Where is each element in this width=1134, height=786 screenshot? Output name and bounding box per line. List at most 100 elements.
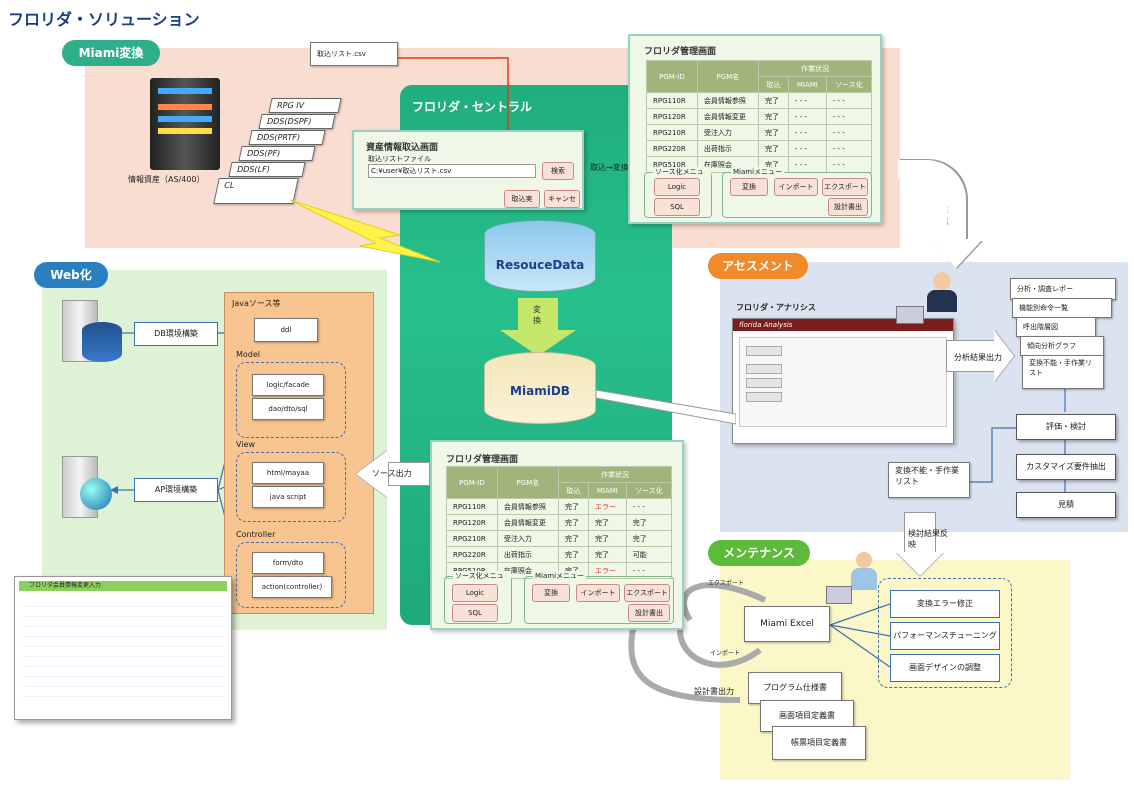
task-item: 変換エラー修正 (890, 590, 1000, 618)
analysis-button[interactable] (746, 378, 782, 388)
table-cell: 完了 (757, 140, 789, 157)
design-output-button[interactable]: 設計書出 (828, 198, 868, 216)
export-button[interactable]: エクスポート (822, 178, 868, 196)
analysis-button[interactable] (746, 364, 782, 374)
col-status: 作業状況 (557, 466, 673, 483)
design-output-button[interactable]: 設計書出 (628, 604, 670, 622)
database-icon (82, 322, 122, 362)
table-cell: 会員情報参照 (496, 498, 559, 515)
maintainer-person-icon (848, 552, 880, 598)
doc-item: DDS(PF) (238, 146, 316, 161)
model-item: logic/facade (252, 374, 324, 396)
estimate-box: 見積 (1016, 492, 1116, 518)
table-cell: 出荷指示 (696, 140, 759, 157)
col-pgm-id: PGM-ID (446, 466, 498, 499)
export-label: エクスポート (708, 580, 744, 587)
table-cell: 完了 (557, 546, 589, 563)
logic-button[interactable]: Logic (452, 584, 498, 602)
convert-button[interactable]: 変換 (730, 178, 768, 196)
browse-button[interactable]: 検索 (542, 162, 574, 180)
review-reflect-label: 検討結果反映 (908, 529, 948, 549)
table-cell: 完了 (587, 546, 627, 563)
report-item: 傾向分析グラフ (1020, 336, 1104, 356)
source-output-arrow-icon (388, 462, 430, 486)
col-import: 取込 (557, 482, 589, 499)
analysis-output-arrowhead-icon (994, 330, 1014, 382)
view-label: View (236, 440, 255, 449)
design-output-label: 設計書出力 (694, 687, 734, 696)
sql-button[interactable]: SQL (654, 198, 700, 216)
page-title: フロリダ・ソリューション (8, 10, 200, 29)
doc-item: CL (213, 178, 299, 204)
ap-build-box: AP環境構築 (134, 478, 218, 502)
customize-extract-box: カスタマイズ要件抽出 (1016, 454, 1116, 480)
table-cell: - - - (787, 124, 827, 141)
doc-item: DDS(DSPF) (258, 114, 336, 129)
import-label: インポート (710, 650, 741, 657)
import-button[interactable]: 取込実 (504, 190, 540, 208)
central-label: フロリダ・セントラル (412, 100, 533, 114)
controller-item: form/dto (252, 552, 324, 574)
convert-button[interactable]: 変換 (532, 584, 570, 602)
group-label: Miamiメニュー (731, 167, 785, 177)
web-screen-thumbnail: フロリダ会員情報変更入力 (14, 576, 232, 720)
import-menu-button[interactable]: インポート (774, 178, 818, 196)
analysis-button[interactable] (746, 392, 782, 402)
model-item: dao/dto/sql (252, 398, 324, 420)
col-import: 取込 (757, 76, 789, 93)
table-cell: 受注入力 (696, 124, 759, 141)
report-item: 変換不能・手作業リスト (1022, 355, 1104, 389)
table-cell: - - - (787, 140, 827, 157)
table-cell: 完了 (587, 530, 627, 547)
java-source-label: Javaソース等 (232, 299, 281, 308)
logic-button[interactable]: Logic (654, 178, 700, 196)
col-source: ソース化 (625, 482, 673, 499)
table-cell: RPG110R (446, 498, 498, 515)
analysis-form (739, 337, 947, 427)
miami-menu-group: Miamiメニュー (722, 167, 872, 218)
table-cell: RPG210R (446, 530, 498, 547)
server-icon (150, 78, 220, 170)
controller-group (236, 542, 346, 608)
dialog-title: 資産情報取込画面 (366, 143, 439, 153)
table-cell: - - - (625, 562, 673, 579)
assessment-zone-badge: アセスメント (708, 253, 808, 279)
table-cell: RPG220R (646, 140, 698, 157)
source-document-stack: RPG IV DDS(DSPF) DDS(PRTF) DDS(PF) DDS(L… (212, 98, 342, 208)
task-item: 画面デザインの調整 (890, 654, 1000, 682)
survey-arrowhead-icon (930, 240, 982, 268)
sql-button[interactable]: SQL (452, 604, 498, 622)
col-pgm-name: PGM名 (496, 466, 559, 499)
table-cell: 完了 (625, 514, 673, 531)
table-cell: - - - (787, 108, 827, 125)
table-cell: RPG210R (646, 124, 698, 141)
cancel-button[interactable]: キャンセ (544, 190, 580, 208)
field-label: 取込リストファイル (368, 155, 431, 163)
maint-doc: 帳票項目定義書 (772, 726, 866, 760)
table-cell: - - - (787, 92, 827, 109)
import-menu-button[interactable]: インポート (576, 584, 620, 602)
convert-arrow-icon (518, 298, 558, 332)
view-item: java script (252, 486, 324, 508)
analysis-output-label: 分析結果出力 (954, 353, 1002, 362)
import-file-input[interactable]: C:¥user¥取込リスト.csv (368, 164, 536, 178)
table-cell: 出荷指示 (496, 546, 559, 563)
export-button[interactable]: エクスポート (624, 584, 670, 602)
panel-title: フロリダ管理画面 (446, 455, 519, 465)
doc-item: RPG IV (268, 98, 342, 113)
resource-data-label: ResouceData (495, 258, 585, 272)
table-cell: - - - (825, 108, 873, 125)
table-cell: RPG110R (646, 92, 698, 109)
analysis-button[interactable] (746, 346, 782, 356)
